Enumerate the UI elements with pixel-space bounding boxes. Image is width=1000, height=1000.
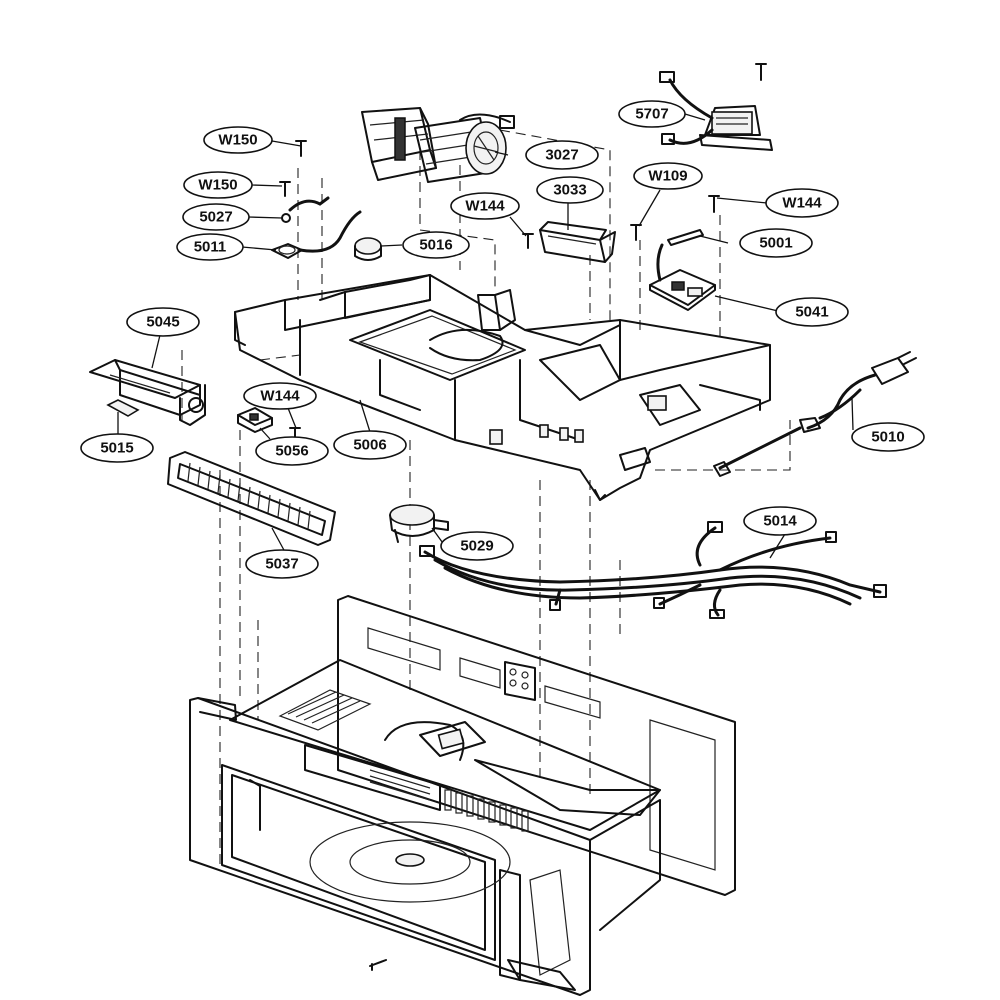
screw-w144-right[interactable] [708,195,720,213]
callout-label: 3033 [553,182,586,199]
screw-w144-mid[interactable] [522,233,534,249]
callout-label: 5037 [265,556,298,573]
base-plate-5006[interactable] [234,274,771,501]
screw-w109[interactable] [630,224,642,241]
callout-label: 5015 [100,440,133,457]
callout-label: 5056 [275,443,308,460]
callout-w144-mid[interactable]: W144 [450,192,520,220]
callout-5001[interactable]: 5001 [739,228,813,258]
screw-w150-top[interactable] [295,140,307,157]
callout-5029[interactable]: 5029 [440,531,514,561]
wire-harness-5014[interactable] [419,521,887,619]
callout-5056[interactable]: 5056 [255,436,329,466]
callout-w150-top[interactable]: W150 [203,126,273,154]
callout-5006[interactable]: 5006 [333,430,407,460]
callout-label: W150 [198,177,237,194]
callout-5016[interactable]: 5016 [402,231,470,259]
damper-motor-5029[interactable] [389,504,449,543]
callout-label: 5027 [199,209,232,226]
callout-5010[interactable]: 5010 [851,422,925,452]
transformer-5707[interactable] [659,63,773,151]
lamp-5015[interactable] [106,399,140,417]
callout-label: 5014 [763,513,797,530]
power-cord-5010[interactable] [713,351,917,477]
callout-label: 5001 [759,235,792,252]
callout-5027[interactable]: 5027 [182,203,250,231]
callout-w144-left[interactable]: W144 [243,382,317,410]
blower-motor-3027[interactable] [361,107,515,183]
callout-label: W144 [465,198,505,215]
alignment-guides [181,129,791,870]
callout-label: 5016 [419,237,452,254]
thermal-switch-5011[interactable] [271,196,362,259]
callout-label: 5011 [194,239,227,256]
callout-5011[interactable]: 5011 [176,233,244,261]
callout-3033[interactable]: 3033 [536,176,604,204]
callout-label: 5029 [460,538,493,555]
callout-5037[interactable]: 5037 [245,549,319,579]
sensor-5001[interactable] [667,229,704,246]
vent-grille-5037[interactable] [167,451,336,546]
callout-5015[interactable]: 5015 [80,433,154,463]
lamp-socket-5056[interactable] [237,407,273,433]
callout-label: W109 [648,168,687,185]
callout-label: W144 [782,195,822,212]
callout-5014[interactable]: 5014 [743,506,817,536]
callout-3027[interactable]: 3027 [525,140,599,170]
callout-w144-right[interactable]: W144 [765,188,839,218]
callout-w150-mid[interactable]: W150 [183,171,253,199]
circuit-board-5041[interactable] [649,243,716,311]
callout-label: 3027 [545,147,578,164]
callout-label: 5045 [146,314,179,331]
callout-5041[interactable]: 5041 [775,297,849,327]
callout-5045[interactable]: 5045 [126,307,200,337]
callout-label: 5707 [635,106,668,123]
lamp-housing-5045[interactable] [89,359,206,426]
screw-bottom[interactable] [369,959,387,971]
oven-cavity[interactable] [189,595,736,996]
callout-label: W150 [218,132,257,149]
callout-5707[interactable]: 5707 [618,100,686,128]
screw-w150-mid[interactable] [279,181,291,197]
thermostat-5016[interactable] [354,237,382,261]
callout-label: W144 [260,388,300,405]
callout-label: 5006 [353,437,386,454]
callout-label: 5010 [871,429,904,446]
callout-w109[interactable]: W109 [633,162,703,190]
duct-bracket-3033[interactable] [539,221,616,263]
callout-label: 5041 [795,304,828,321]
